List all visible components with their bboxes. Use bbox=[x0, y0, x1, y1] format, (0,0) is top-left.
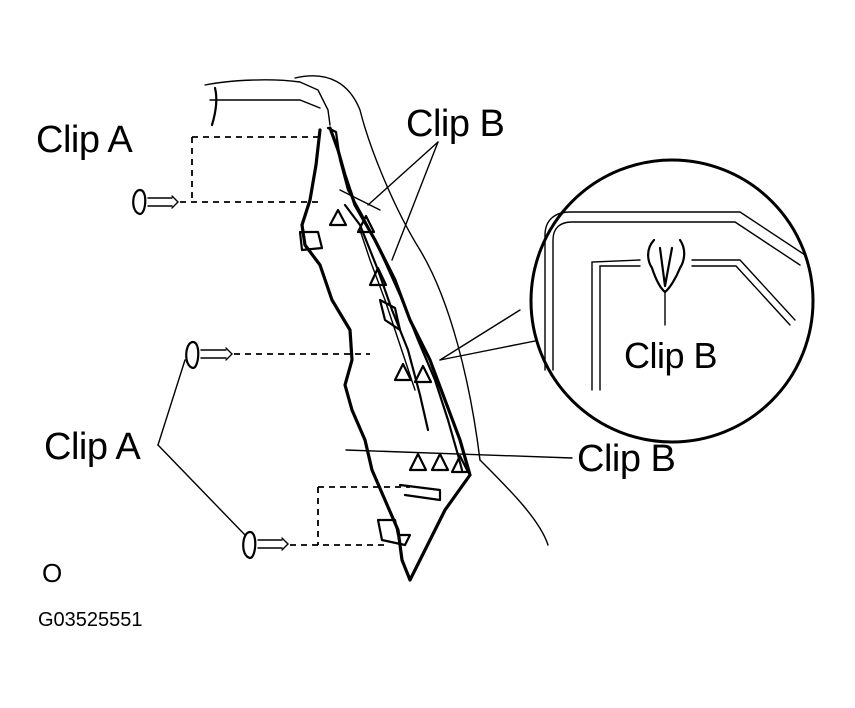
clip-b-label-right: Clip B bbox=[577, 438, 676, 480]
clip-a-screw-middle bbox=[185, 340, 233, 370]
leader-lines bbox=[157, 141, 573, 536]
pillar-trim bbox=[298, 126, 472, 582]
clip-a-screw-top bbox=[132, 188, 179, 216]
clip-a-screw-bottom bbox=[242, 530, 289, 560]
clip-a-label-top: Clip A bbox=[36, 119, 133, 161]
section-marker: O bbox=[42, 558, 63, 588]
clip-b-label-detail: Clip B bbox=[624, 335, 718, 376]
figure-id: G03525551 bbox=[38, 609, 143, 631]
dashed-guides bbox=[180, 136, 410, 546]
clip-b-markers bbox=[328, 208, 470, 474]
clip-b-label-top: Clip B bbox=[406, 103, 505, 145]
detail-magnifier bbox=[529, 158, 815, 444]
clip-a-label-left: Clip A bbox=[44, 426, 141, 468]
body-panel-outline bbox=[204, 75, 549, 546]
